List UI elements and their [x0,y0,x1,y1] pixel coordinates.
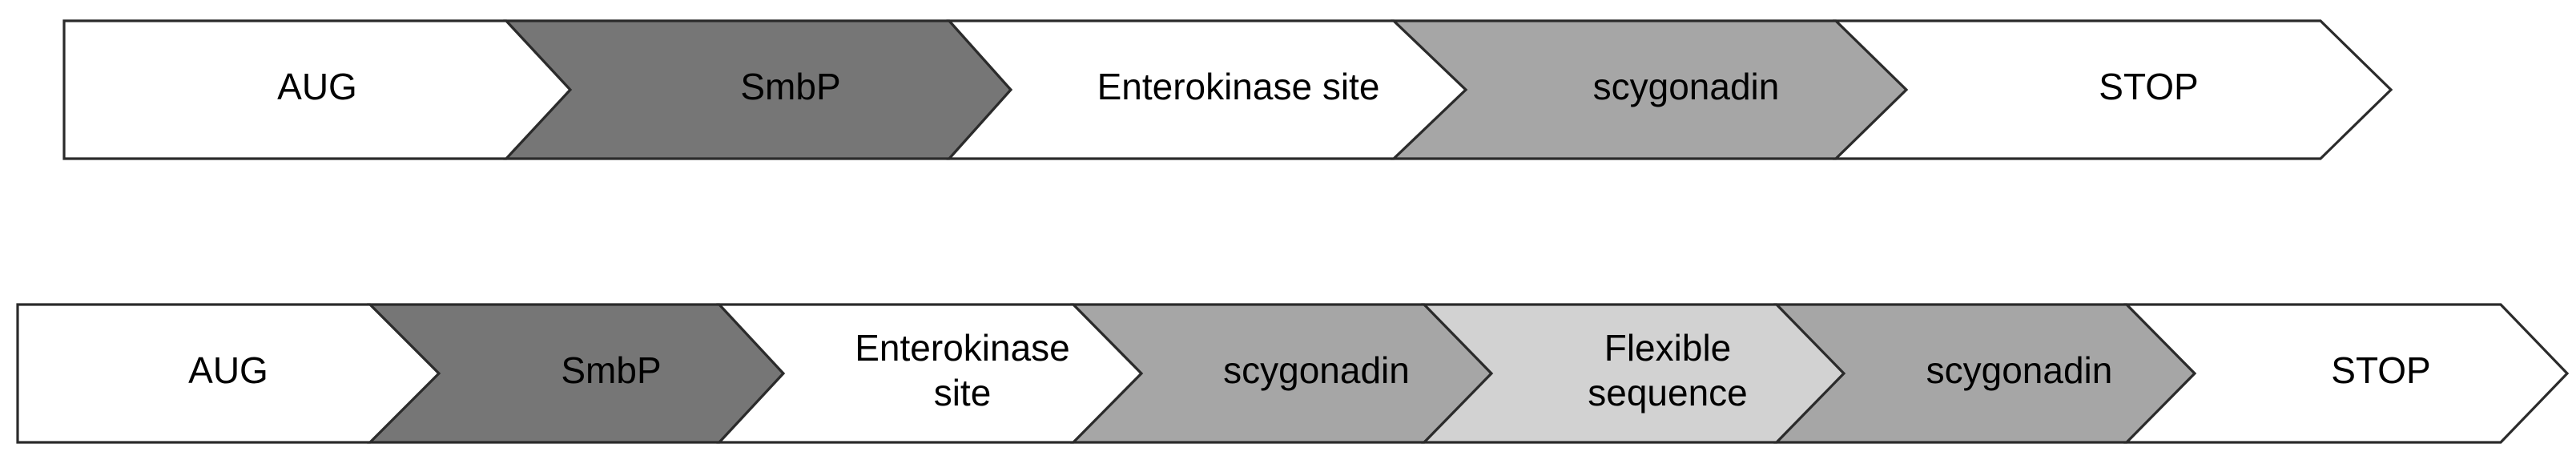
segment-label-line: STOP [2331,349,2430,391]
segment-label-line: STOP [2099,66,2198,107]
segment-label-line: sequence [1588,372,1748,414]
segment-label-line: AUG [188,349,268,391]
segment-shape-enterokinase-site [716,303,1144,444]
segment-label-scygonadin: scygonadin [1223,349,1410,391]
segment-label-smbp: SmbP [740,66,840,107]
segment-label-aug: AUG [188,349,268,391]
segment-label-scygonadin: scygonadin [1593,66,1780,107]
segment-label-line: SmbP [561,349,661,391]
segment-label-stop: STOP [2331,349,2430,391]
segment-label-aug: AUG [277,66,357,107]
segment-label-line: site [934,372,992,414]
segment-label-line: Enterokinase site [1097,66,1380,107]
segment-label-line: SmbP [740,66,840,107]
segment-label-line: scygonadin [1223,349,1410,391]
construct-single-scygonadin: AUG SmbP Enterokinase site scygonadin STOP [62,19,2393,160]
segment-label-enterokinase-site: Enterokinase site [1097,66,1380,107]
segment-label-stop: STOP [2099,66,2198,107]
segment-label-line: Flexible [1604,327,1732,369]
segment-label-line: scygonadin [1593,66,1780,107]
segment-label-smbp: SmbP [561,349,661,391]
segment-label-line: scygonadin [1926,349,2113,391]
segment-label-line: AUG [277,66,357,107]
segment-label-scygonadin: scygonadin [1926,349,2113,391]
segment-shape-stop [2123,303,2570,444]
segment-shape-stop [1833,19,2393,160]
segment-label-line: Enterokinase [855,327,1070,369]
